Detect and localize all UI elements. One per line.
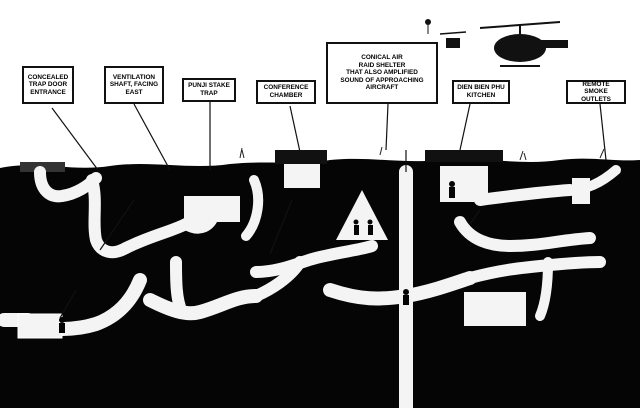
punji-chamber (184, 196, 240, 222)
callout-lines (51, 100, 607, 319)
smoke-filter-chamber (572, 178, 590, 204)
kitchen-chamber (440, 166, 488, 202)
label-raid-shelter: CONICAL AIR RAID SHELTER THAT ALSO AMPLI… (326, 42, 438, 104)
label-concealed-trap-door: CONCEALED TRAP DOOR ENTRANCE (22, 66, 74, 104)
label-remote-smoke-outlets: REMOTE SMOKE OUTLETS (566, 80, 626, 104)
figures (59, 181, 455, 333)
label-punji-stake-trap: PUNJI STAKE TRAP (182, 78, 236, 102)
conference-chamber (284, 164, 320, 188)
kitchen-roof (425, 150, 503, 162)
air-raid-shelter (336, 190, 388, 240)
label-ventilation-shaft: VENTILATION SHAFT, FACING EAST (104, 66, 164, 104)
chambers (17, 164, 590, 339)
label-conference-chamber: CONFERENCE CHAMBER (256, 80, 316, 104)
underground-earth (0, 158, 640, 408)
conference-chamber-roof (275, 150, 327, 164)
surface-vegetation (239, 146, 605, 161)
helicopter (479, 21, 568, 67)
hospital-chamber (464, 292, 526, 326)
label-dien-bien-phu-kitchen: DIEN BIEN PHU KITCHEN (452, 80, 510, 104)
storage-chamber (17, 313, 63, 339)
small-helicopter (425, 19, 467, 48)
